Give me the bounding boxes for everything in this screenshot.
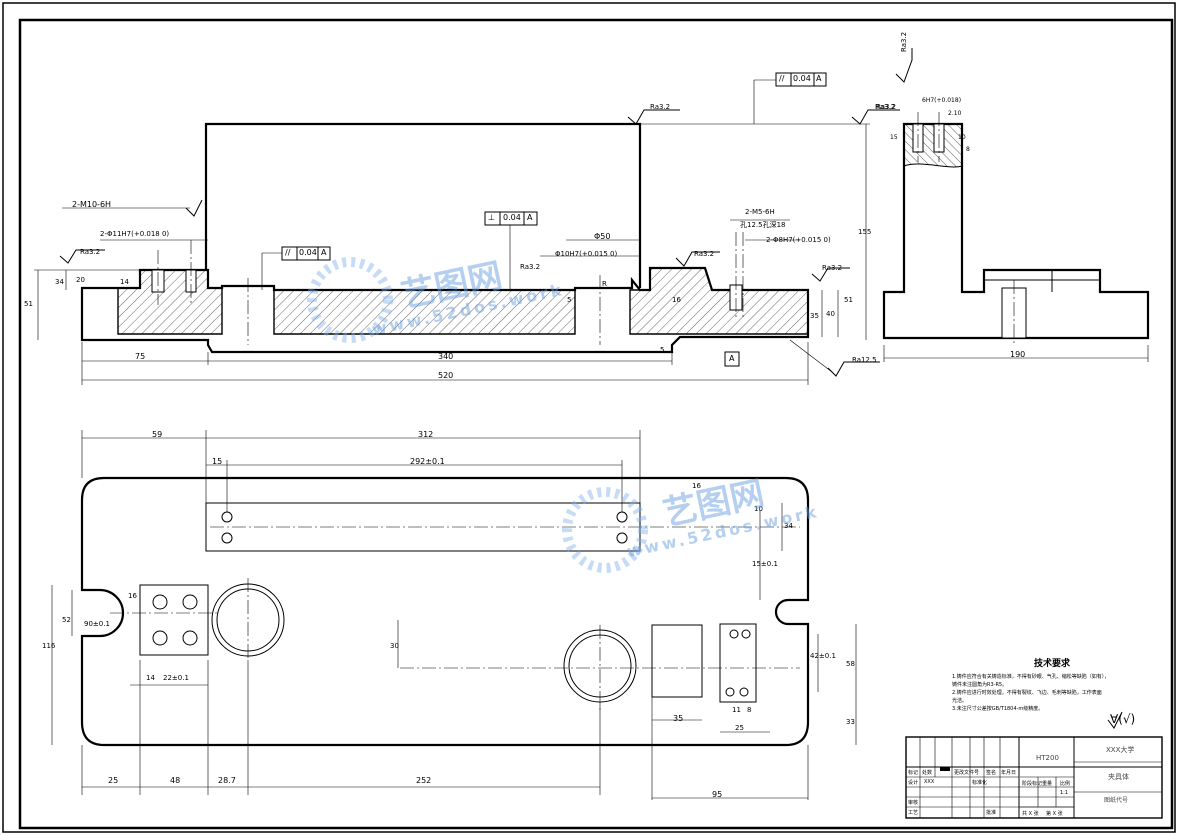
title-block (905, 736, 1163, 819)
front-view (34, 72, 900, 385)
watermark (307, 257, 648, 573)
side-view (882, 48, 1150, 362)
inner-frame (18, 18, 1174, 830)
top-view (51, 430, 857, 800)
